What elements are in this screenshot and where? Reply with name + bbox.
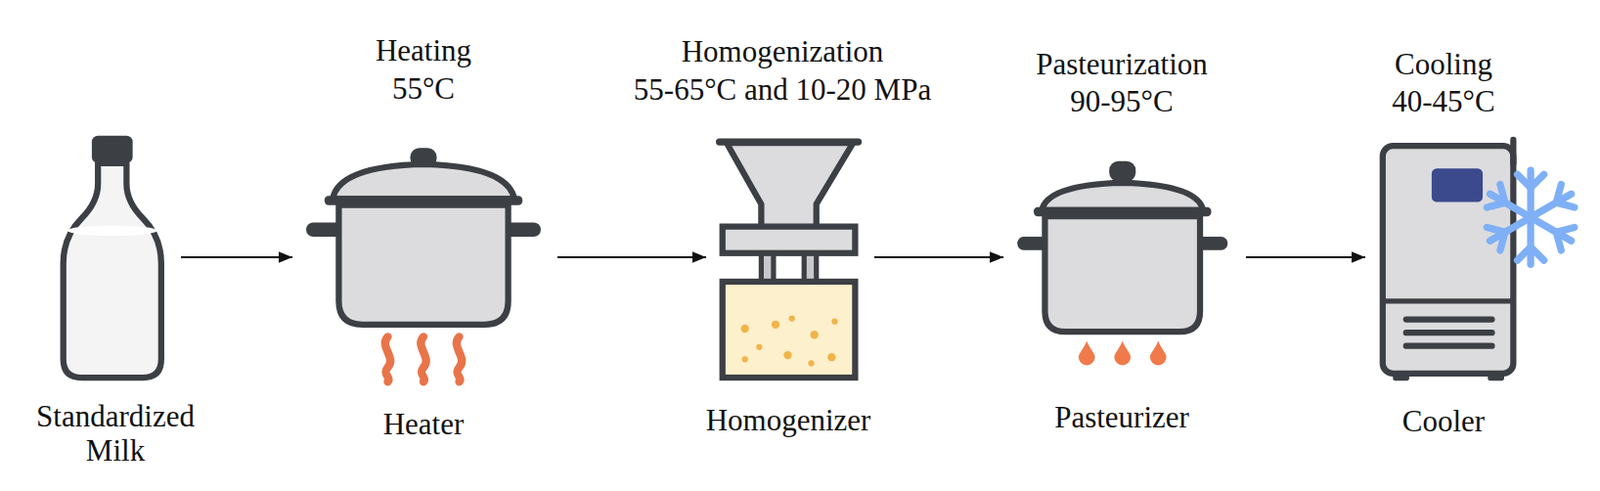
droplet — [831, 318, 838, 325]
cooler-divider — [1382, 298, 1514, 304]
cooler — [1382, 139, 1579, 381]
homogenizer-crossbar — [722, 226, 856, 254]
step-condition: 55-65°C and 10-20 MPa — [633, 71, 932, 108]
flame — [456, 336, 462, 382]
bottle-cap — [91, 135, 134, 164]
funnel-rim — [719, 137, 859, 145]
snowflake-branch — [1486, 184, 1512, 215]
flame — [1113, 340, 1131, 365]
cooler-vent — [1403, 343, 1496, 350]
droplet — [807, 359, 814, 366]
process-stage: Cooling40-45°CCooler — [1377, 137, 1584, 383]
step-title: Homogenization — [681, 33, 885, 70]
process-stage: Homogenization55-65°C and 10-20 MPaHomog… — [717, 135, 860, 380]
illustration-group — [63, 135, 1579, 382]
homogenizer-funnel — [726, 142, 853, 228]
flames — [385, 336, 462, 382]
cooler-edge — [1510, 139, 1516, 164]
cooler-body — [1382, 145, 1514, 374]
flow-arrow — [557, 256, 707, 259]
cooler-display — [1431, 168, 1483, 202]
pot-body — [1044, 216, 1200, 332]
droplet — [789, 314, 796, 321]
cooler-vent — [1403, 329, 1496, 336]
pot-body — [338, 205, 508, 325]
step-title: Cooling — [1394, 45, 1493, 83]
step-condition: 55°C — [392, 70, 455, 107]
droplet — [741, 324, 750, 333]
snowflake-branch — [1517, 247, 1545, 262]
pot-lid — [1041, 182, 1203, 211]
stage-label: Homogenizer — [706, 401, 872, 439]
snowflake — [1483, 170, 1579, 265]
process-stage: Heating55°CHeater — [304, 147, 543, 386]
droplet — [783, 351, 792, 359]
flow-arrow — [1245, 256, 1366, 259]
snowflake-branch — [1550, 184, 1575, 215]
heater-pot — [306, 147, 541, 382]
stage-label: Pasteurizer — [1054, 399, 1190, 436]
milk-bottle — [63, 135, 162, 378]
step-condition: 40-45°C — [1391, 83, 1495, 120]
droplet — [771, 320, 780, 329]
flow-arrow — [180, 256, 293, 259]
flame — [420, 336, 426, 382]
process-stage: Standardized Milk — [58, 134, 167, 380]
stage-label: Cooler — [1402, 402, 1485, 440]
snowflake-branch — [1550, 221, 1575, 251]
bottle-body — [63, 163, 162, 378]
pot-lid — [332, 164, 515, 199]
lid-knob — [1109, 161, 1136, 182]
flow-arrow — [874, 256, 1004, 259]
stage-label: Standardized Milk — [25, 399, 207, 468]
droplet — [809, 330, 818, 339]
droplet — [755, 344, 762, 351]
snowflake-branch — [1486, 221, 1512, 251]
milk-surface — [67, 225, 158, 236]
flame — [1150, 340, 1167, 365]
step-condition: 90-95°C — [1069, 83, 1173, 120]
snowflake-line — [1526, 170, 1534, 218]
step-title: Heating — [375, 32, 472, 69]
lid-rim — [324, 195, 523, 205]
process-stage: Pasteurization90-95°CPasteurizer — [1015, 158, 1232, 368]
flame — [1078, 340, 1096, 365]
snowflake-arm — [1483, 181, 1538, 228]
cooler-vent — [1403, 315, 1496, 322]
snowflake-line — [1526, 217, 1534, 265]
fat-droplets — [741, 314, 839, 366]
flame — [385, 336, 391, 382]
homogenizer-tank — [722, 281, 856, 378]
snowflake-branch — [1517, 174, 1545, 188]
pasteurizer-pot — [1017, 161, 1228, 366]
homogenizer — [719, 141, 859, 378]
droplet — [742, 355, 749, 362]
stage-label: Heater — [383, 405, 465, 443]
flames — [1078, 340, 1167, 365]
lid-knob — [409, 147, 437, 168]
lid-rim — [1033, 207, 1212, 217]
step-title: Pasteurization — [1035, 45, 1208, 83]
droplet — [827, 353, 836, 361]
